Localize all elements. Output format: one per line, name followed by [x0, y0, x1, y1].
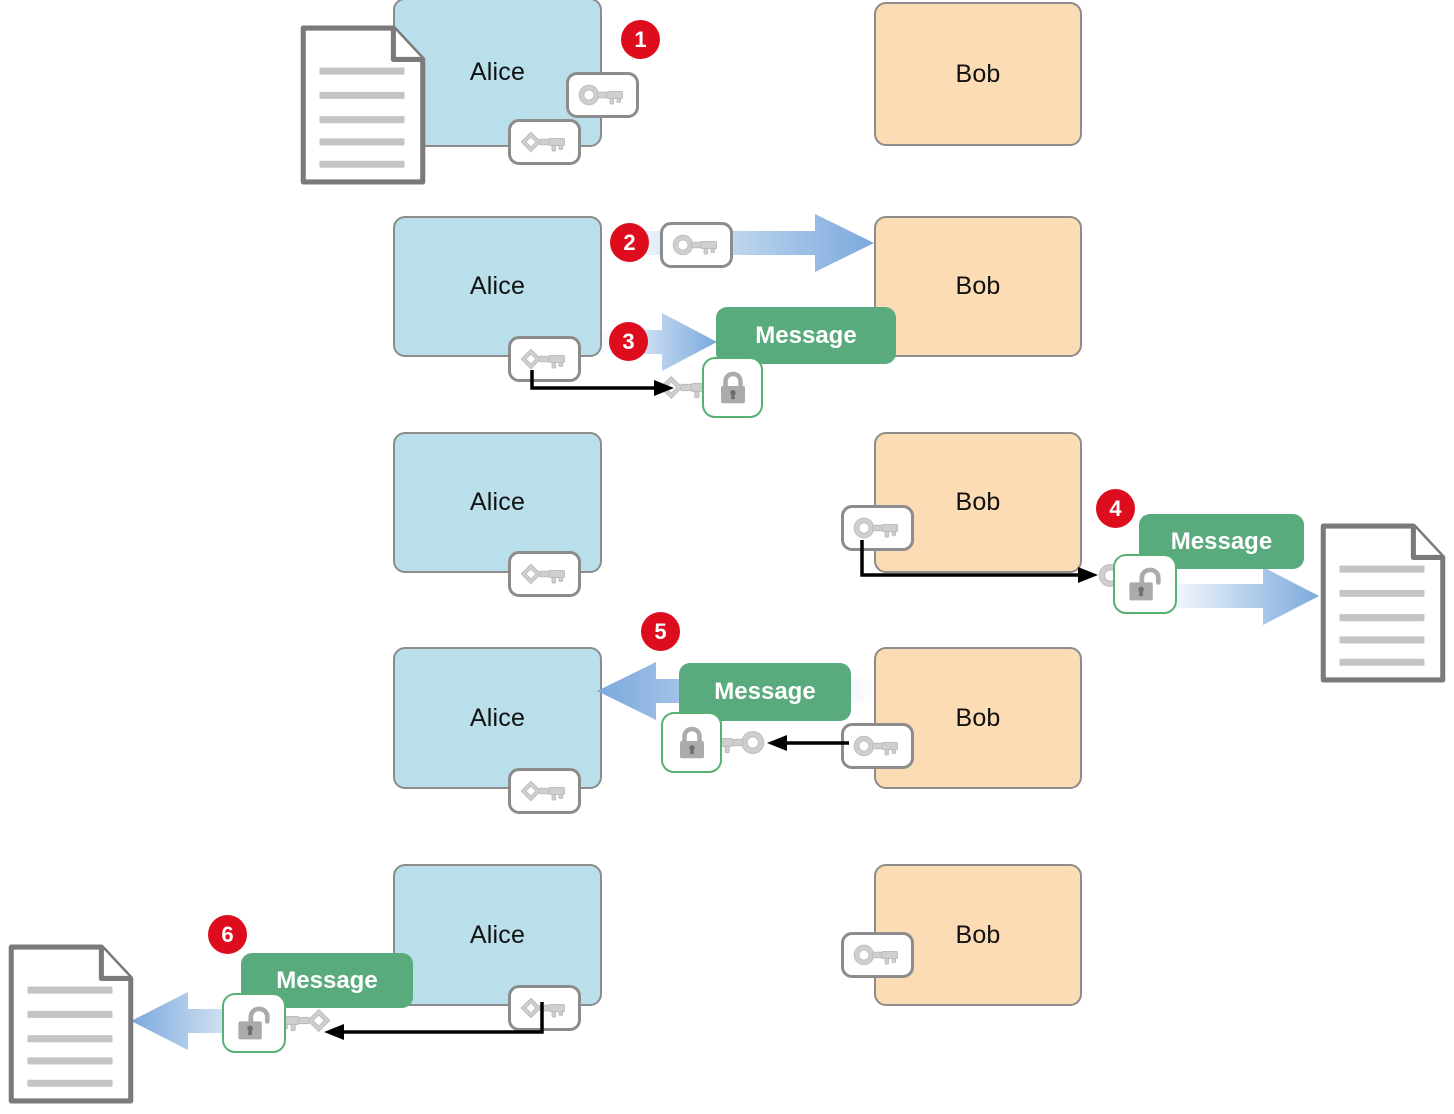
bob-alice-public-key-badge-row3[interactable]	[841, 505, 914, 551]
alice-box-row1: Alice	[393, 0, 602, 147]
connector-arrow-row5	[324, 1002, 544, 1040]
round-key-icon	[672, 233, 722, 257]
bob-label: Bob	[955, 59, 1001, 88]
alice-box-row4: Alice	[393, 647, 602, 789]
decrypted-document-row5	[8, 944, 134, 1104]
connector-arrow-row3	[860, 540, 1098, 583]
lock-closed-icon	[677, 725, 707, 760]
connector-arrow-row2	[530, 370, 674, 396]
locked-message-badge-row4	[661, 712, 722, 773]
plaintext-document-row1	[300, 25, 426, 185]
alice-box-row3: Alice	[393, 432, 602, 573]
bob-box-row1: Bob	[874, 2, 1082, 146]
bob-label: Bob	[955, 920, 1001, 949]
bob-alice-public-key-badge-row4[interactable]	[841, 723, 914, 769]
alice-label: Alice	[469, 272, 526, 300]
alice-box-row2: Alice	[393, 216, 602, 357]
step-badge-2: 2	[610, 223, 649, 262]
encrypt-arrow-right-step3	[600, 312, 718, 372]
decrypted-output-arrow-left-step6	[130, 990, 275, 1052]
message-label: Message	[276, 966, 378, 994]
diamond-key-icon	[520, 130, 570, 154]
alice-private-key-badge-row4[interactable]	[508, 768, 581, 814]
key-transfer-arrow-right-step2	[600, 212, 875, 274]
message-pill-row2: Message	[716, 307, 896, 364]
public-key-in-transit-badge-step2[interactable]	[660, 222, 733, 268]
connector-arrow-row4	[767, 735, 849, 751]
step-badge-3: 3	[609, 322, 648, 361]
step-badge-4: 4	[1096, 489, 1135, 528]
decrypted-output-arrow-right-step4	[1160, 565, 1320, 627]
alice-private-key-badge-row2[interactable]	[508, 336, 581, 382]
round-key-icon	[578, 83, 628, 107]
bob-box-row2: Bob	[874, 216, 1082, 357]
message-label: Message	[714, 678, 816, 705]
decrypted-document-row3	[1320, 523, 1446, 683]
message-pill-row4: Message	[679, 663, 851, 721]
alice-public-key-badge-row1[interactable]	[566, 72, 639, 118]
step-badge-6: 6	[208, 915, 247, 954]
bob-label: Bob	[955, 703, 1001, 732]
alice-private-key-badge-row5[interactable]	[508, 985, 581, 1031]
lock-closed-icon	[718, 370, 748, 405]
alice-private-key-badge-row3[interactable]	[508, 551, 581, 597]
alice-label: Alice	[469, 703, 526, 732]
lock-open-icon	[1127, 566, 1163, 602]
bob-box-row3: Bob	[874, 432, 1082, 573]
message-label: Message	[1170, 527, 1273, 555]
locked-message-badge-row2	[702, 357, 763, 418]
message-label: Message	[755, 321, 857, 349]
round-key-icon	[853, 516, 903, 540]
step-badge-5: 5	[641, 612, 680, 651]
unlocked-message-badge-row3	[1113, 554, 1177, 614]
bob-alice-public-key-badge-row5[interactable]	[841, 932, 914, 978]
alice-label: Alice	[469, 920, 526, 949]
round-key-icon	[853, 943, 903, 967]
bob-label: Bob	[955, 488, 1001, 516]
bob-label: Bob	[955, 272, 1001, 300]
alice-box-row5: Alice	[393, 864, 602, 1006]
alice-private-key-badge-row1[interactable]	[508, 119, 581, 165]
alice-label: Alice	[469, 58, 526, 86]
diamond-key-icon	[520, 562, 570, 586]
unlocked-message-badge-row5	[222, 993, 286, 1053]
diamond-key-icon	[520, 779, 570, 803]
step-badge-1: 1	[621, 20, 660, 59]
lock-open-icon	[236, 1005, 272, 1041]
round-key-icon	[853, 734, 903, 758]
alice-label: Alice	[469, 488, 526, 516]
